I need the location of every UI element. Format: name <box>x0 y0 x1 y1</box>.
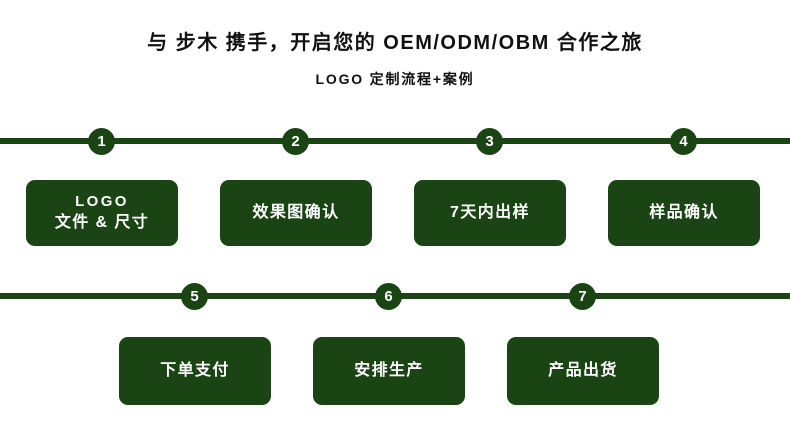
step-card-1-line-1: LOGO <box>75 193 129 211</box>
step-node-5[interactable]: 5 <box>181 283 208 310</box>
step-card-1-line-2: 文件 & 尺寸 <box>54 214 150 232</box>
step-card-6[interactable]: 安排生产 <box>313 337 465 405</box>
step-node-7[interactable]: 7 <box>569 283 596 310</box>
step-node-3[interactable]: 3 <box>476 128 503 155</box>
step-card-6-line-1: 安排生产 <box>354 362 424 380</box>
step-card-4[interactable]: 样品确认 <box>608 180 760 246</box>
step-node-6[interactable]: 6 <box>375 283 402 310</box>
step-node-4-number: 4 <box>679 133 688 150</box>
step-node-3-number: 3 <box>485 133 494 150</box>
step-card-2[interactable]: 效果图确认 <box>220 180 372 246</box>
step-node-6-number: 6 <box>384 288 393 305</box>
page-title: 与 步木 携手，开启您的 OEM/ODM/OBM 合作之旅 <box>147 32 643 54</box>
step-node-7-number: 7 <box>578 288 587 305</box>
step-node-1-number: 1 <box>97 133 106 150</box>
step-node-5-number: 5 <box>190 288 199 305</box>
step-card-5[interactable]: 下单支付 <box>119 337 271 405</box>
timeline-rail-row-1 <box>0 138 790 144</box>
step-node-1[interactable]: 1 <box>88 128 115 155</box>
step-card-4-line-1: 样品确认 <box>649 204 719 222</box>
step-card-3-line-1: 7天内出样 <box>450 204 530 222</box>
step-card-5-line-1: 下单支付 <box>160 362 230 380</box>
step-card-7-line-1: 产品出货 <box>548 362 618 380</box>
step-node-2-number: 2 <box>291 133 300 150</box>
step-card-3[interactable]: 7天内出样 <box>414 180 566 246</box>
step-card-2-line-1: 效果图确认 <box>252 204 340 222</box>
page-subtitle: LOGO 定制流程+案例 <box>315 71 475 87</box>
step-node-2[interactable]: 2 <box>282 128 309 155</box>
step-node-4[interactable]: 4 <box>670 128 697 155</box>
step-card-1[interactable]: LOGO 文件 & 尺寸 <box>26 180 178 246</box>
step-card-7[interactable]: 产品出货 <box>507 337 659 405</box>
